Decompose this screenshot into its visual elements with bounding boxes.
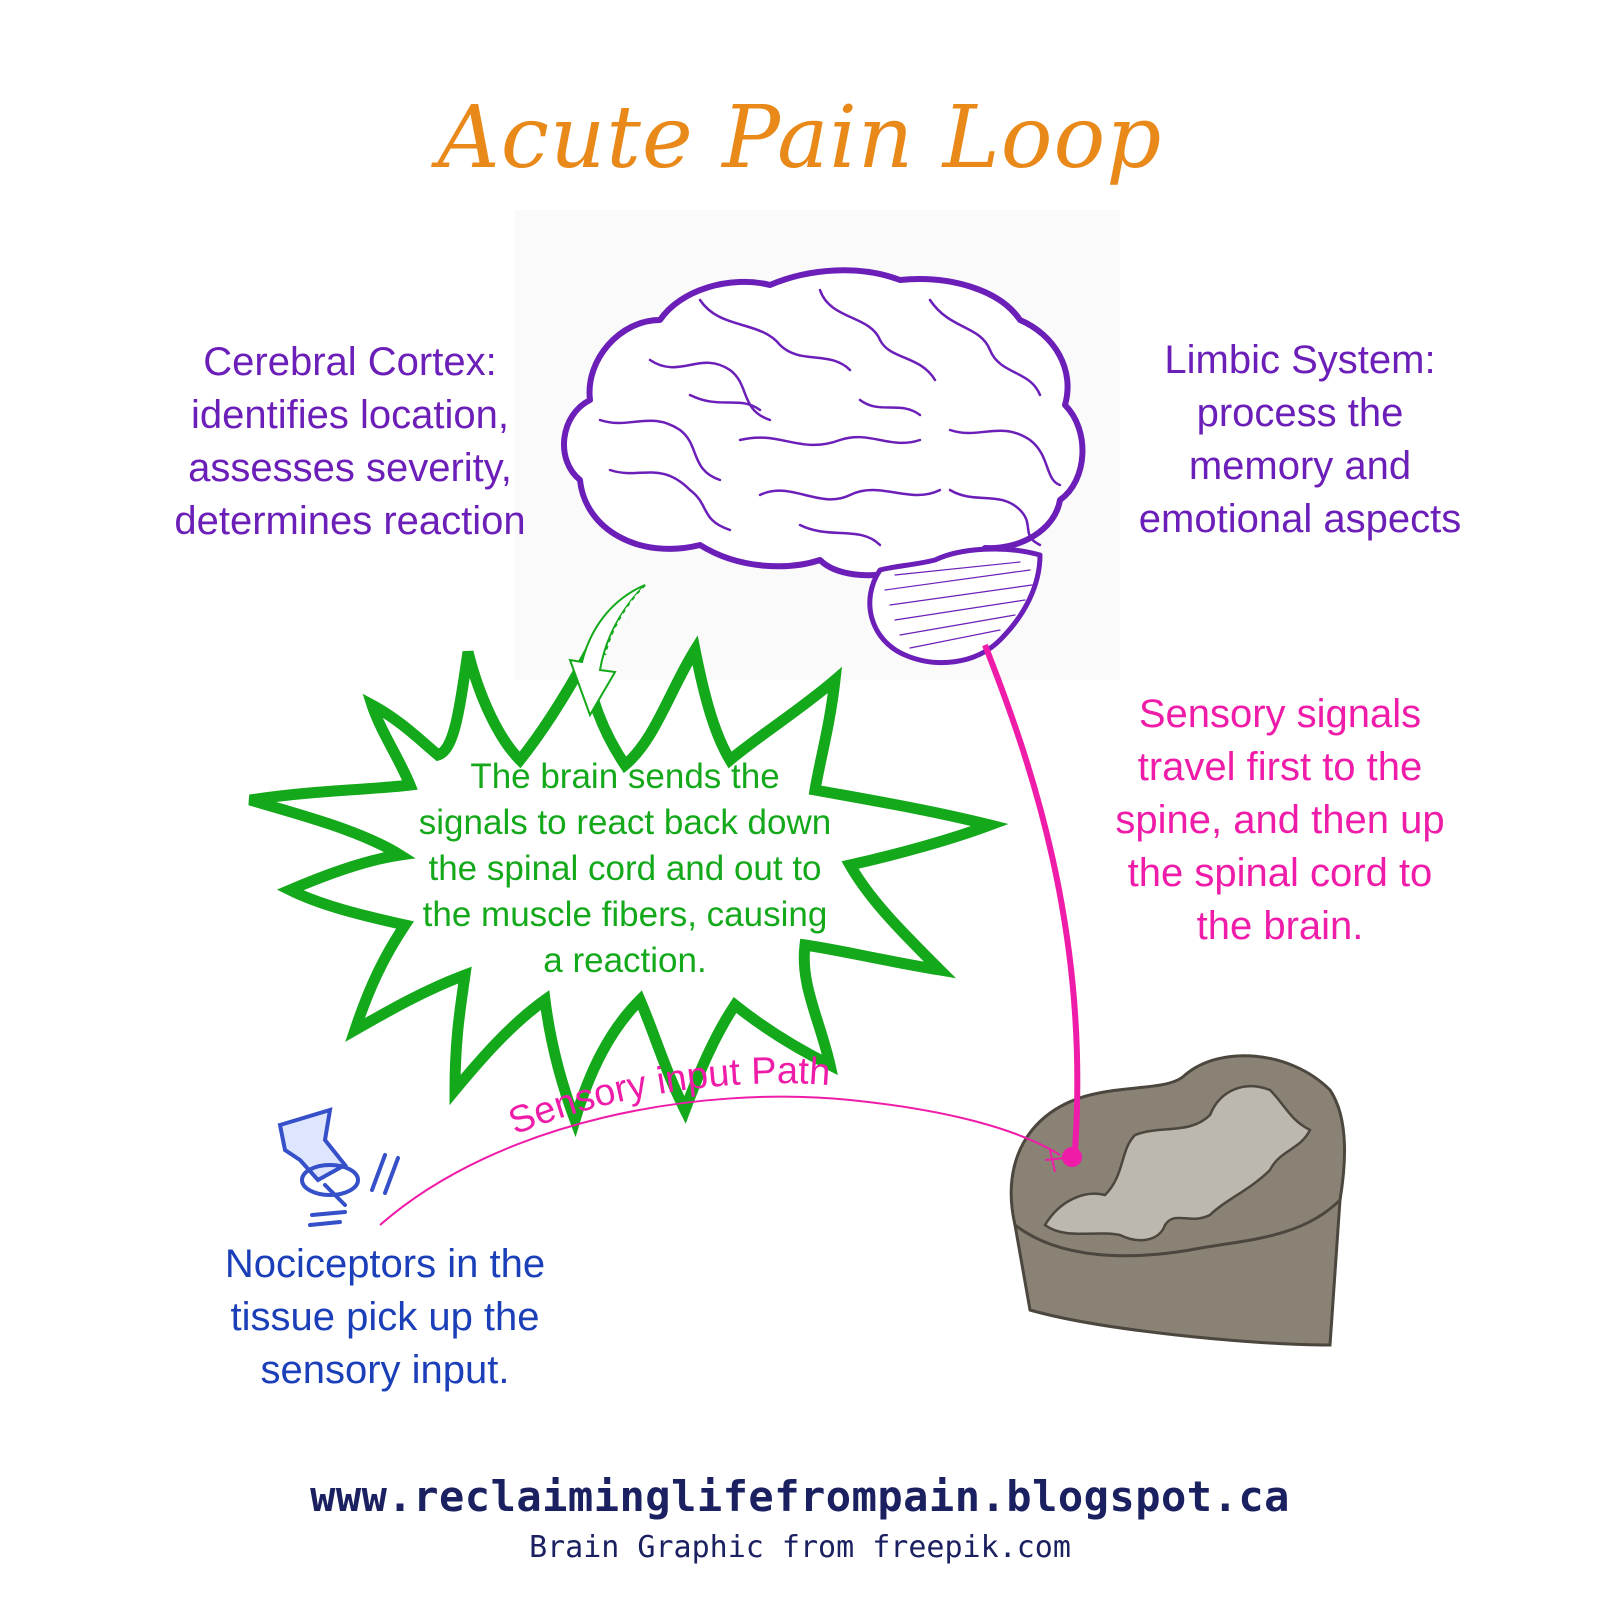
cerebral-cortex-label: Cerebral Cortex: identifies location, as…	[140, 336, 560, 548]
limbic-line: emotional aspects	[1138, 497, 1462, 541]
burst-line: the spinal cord and out to	[428, 849, 822, 888]
ascending-signal-line	[982, 643, 1081, 1151]
footer-url[interactable]: www.reclaiminglifefrompain.blogspot.ca	[310, 1472, 1290, 1521]
cortex-line: Cerebral Cortex:	[203, 340, 497, 384]
sensory-input-path-line	[379, 1095, 1061, 1226]
burst-line: The brain sends the	[470, 757, 780, 796]
signals-line: Sensory signals	[1138, 692, 1422, 736]
noci-line: tissue pick up the	[230, 1295, 540, 1339]
cortex-line: determines reaction	[174, 499, 526, 543]
cortex-line: assesses severity,	[188, 446, 512, 490]
signals-line: the brain.	[1196, 904, 1364, 948]
pushpin-icon	[277, 1107, 400, 1227]
limbic-line: process the	[1196, 391, 1404, 435]
page-title: Acute Pain Loop	[437, 88, 1163, 188]
cortex-line: identifies location,	[191, 393, 509, 437]
signals-line: the spinal cord to	[1127, 851, 1433, 895]
footer-credit: Brain Graphic from freepik.com	[529, 1530, 1071, 1565]
noci-line: Nociceptors in the	[224, 1242, 546, 1286]
burst-line: signals to react back down	[418, 803, 832, 842]
down-arrow-icon	[568, 584, 646, 718]
limbic-line: memory and	[1188, 444, 1412, 488]
burst-line: a reaction.	[543, 941, 707, 980]
limbic-line: Limbic System:	[1164, 338, 1436, 382]
signals-line: travel first to the	[1137, 745, 1423, 789]
reaction-burst	[248, 635, 1009, 1138]
signals-line: spine, and then up	[1115, 798, 1445, 842]
signal-entry-dot	[1062, 1147, 1082, 1167]
limbic-system-label: Limbic System: process the memory and em…	[1120, 334, 1480, 546]
sensory-signals-label: Sensory signals travel first to the spin…	[1095, 688, 1465, 953]
path-end-mark	[1044, 1149, 1066, 1173]
spinal-cord-icon	[1009, 1054, 1346, 1347]
brain-icon	[561, 267, 1086, 666]
burst-line: the muscle fibers, causing	[422, 895, 828, 934]
reaction-burst-text: The brain sends the signals to react bac…	[395, 754, 855, 984]
noci-line: sensory input.	[260, 1348, 510, 1392]
nociceptors-label: Nociceptors in the tissue pick up the se…	[190, 1238, 580, 1397]
